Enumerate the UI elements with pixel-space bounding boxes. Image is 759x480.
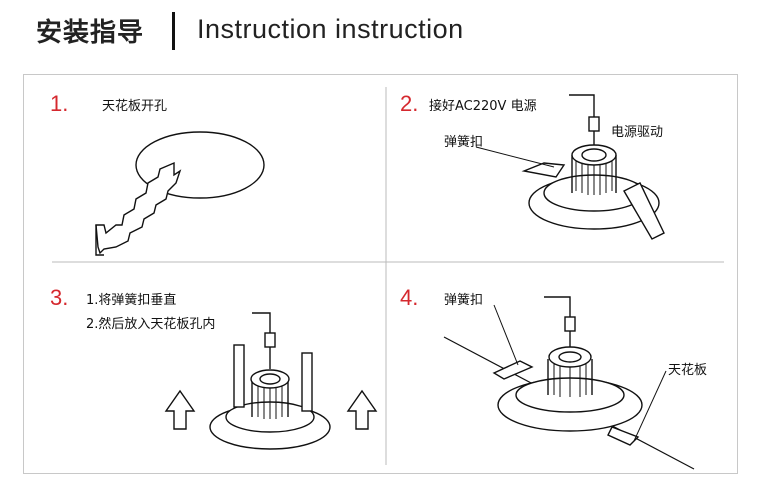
- lens-4: [558, 351, 582, 363]
- step2-label-power: 接好AC220V 电源: [429, 99, 537, 114]
- step4-number: 4.: [400, 285, 419, 310]
- wire-2: [569, 94, 595, 117]
- heatsink-sides-3: [251, 381, 289, 417]
- clip-leader-4: [493, 304, 519, 366]
- up-arrow-left-icon: [164, 389, 196, 430]
- title-en: Instruction instruction: [197, 14, 464, 44]
- title-divider: [172, 12, 175, 50]
- heatsink-fins-4: [553, 361, 587, 397]
- heatsink-sides-4: [547, 359, 593, 395]
- lens-3: [259, 373, 281, 385]
- step1-illustration: [95, 131, 265, 256]
- step4-label-clip: 弹簧扣: [444, 293, 484, 308]
- step4-label-ceiling: 天花板: [668, 363, 708, 378]
- spring-clip-4-left: [492, 360, 534, 380]
- saw-handle: [95, 225, 104, 256]
- step3-label-2: 2.然后放入天花板孔内: [86, 317, 216, 332]
- step2-label-clip: 弹簧扣: [444, 135, 484, 150]
- heatsink-top-4: [548, 346, 592, 368]
- spring-clip-4-right: [607, 426, 640, 446]
- lens: [581, 148, 607, 162]
- heatsink-top: [571, 144, 617, 166]
- wire-3b: [252, 312, 271, 333]
- spring-clip-vertical-left: [233, 344, 245, 408]
- step2-label-driver: 电源驱动: [611, 125, 664, 140]
- driver-box: [588, 116, 600, 132]
- driver-box-4: [564, 316, 576, 332]
- heatsink-sides: [571, 155, 617, 193]
- step3-illustration: [164, 312, 378, 450]
- driver-box-3: [264, 332, 276, 348]
- header: 安装指导 Instruction instruction: [0, 0, 759, 62]
- up-arrow-right-icon: [346, 389, 378, 430]
- title-cn: 安装指导: [36, 18, 145, 48]
- heatsink-top-3: [250, 369, 290, 389]
- instruction-diagrams: [52, 87, 724, 470]
- spring-clip-right: [623, 182, 665, 240]
- wire-4b: [544, 296, 571, 317]
- step3-label-1: 1.将弹簧扣垂直: [86, 293, 177, 308]
- clip-leader: [475, 146, 555, 168]
- step4-illustration: [443, 296, 695, 470]
- step1-number: 1.: [50, 91, 69, 116]
- ceiling-leader: [633, 370, 667, 442]
- saw: [95, 161, 182, 255]
- heatsink-fins-3: [257, 383, 283, 419]
- step2-illustration: [475, 94, 665, 240]
- spring-clip-vertical-right: [301, 352, 313, 412]
- heatsink-fins: [575, 159, 613, 195]
- step1-label: 天花板开孔: [102, 99, 168, 114]
- spring-clip-left: [521, 162, 566, 178]
- step3-number: 3.: [50, 285, 69, 310]
- instruction-panel: 1. 天花板开孔 2. 接好AC220V 电源 电源驱动 弹簧扣 3. 1.将弹…: [23, 74, 738, 474]
- step2-number: 2.: [400, 91, 419, 116]
